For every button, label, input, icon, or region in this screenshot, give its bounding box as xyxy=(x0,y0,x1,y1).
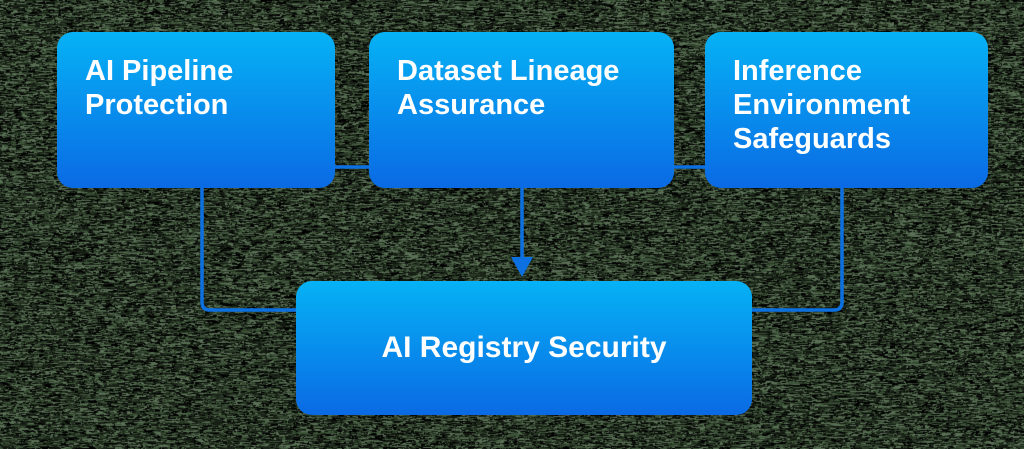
node-label: AI Pipeline Protection xyxy=(85,55,233,121)
node-ai-pipeline-protection: AI Pipeline Protection xyxy=(57,32,335,188)
node-label: AI Registry Security xyxy=(381,331,666,365)
arrowhead-down-icon xyxy=(511,257,533,277)
node-dataset-lineage-assurance: Dataset Lineage Assurance xyxy=(369,32,674,188)
connector-right-elbow xyxy=(751,167,842,310)
node-label: Inference Environment Safeguards xyxy=(733,55,910,155)
connector-left-elbow xyxy=(202,167,297,310)
node-inference-environment-safeguards: Inference Environment Safeguards xyxy=(705,32,988,188)
node-label: Dataset Lineage Assurance xyxy=(397,55,619,121)
node-ai-registry-security: AI Registry Security xyxy=(296,281,752,415)
